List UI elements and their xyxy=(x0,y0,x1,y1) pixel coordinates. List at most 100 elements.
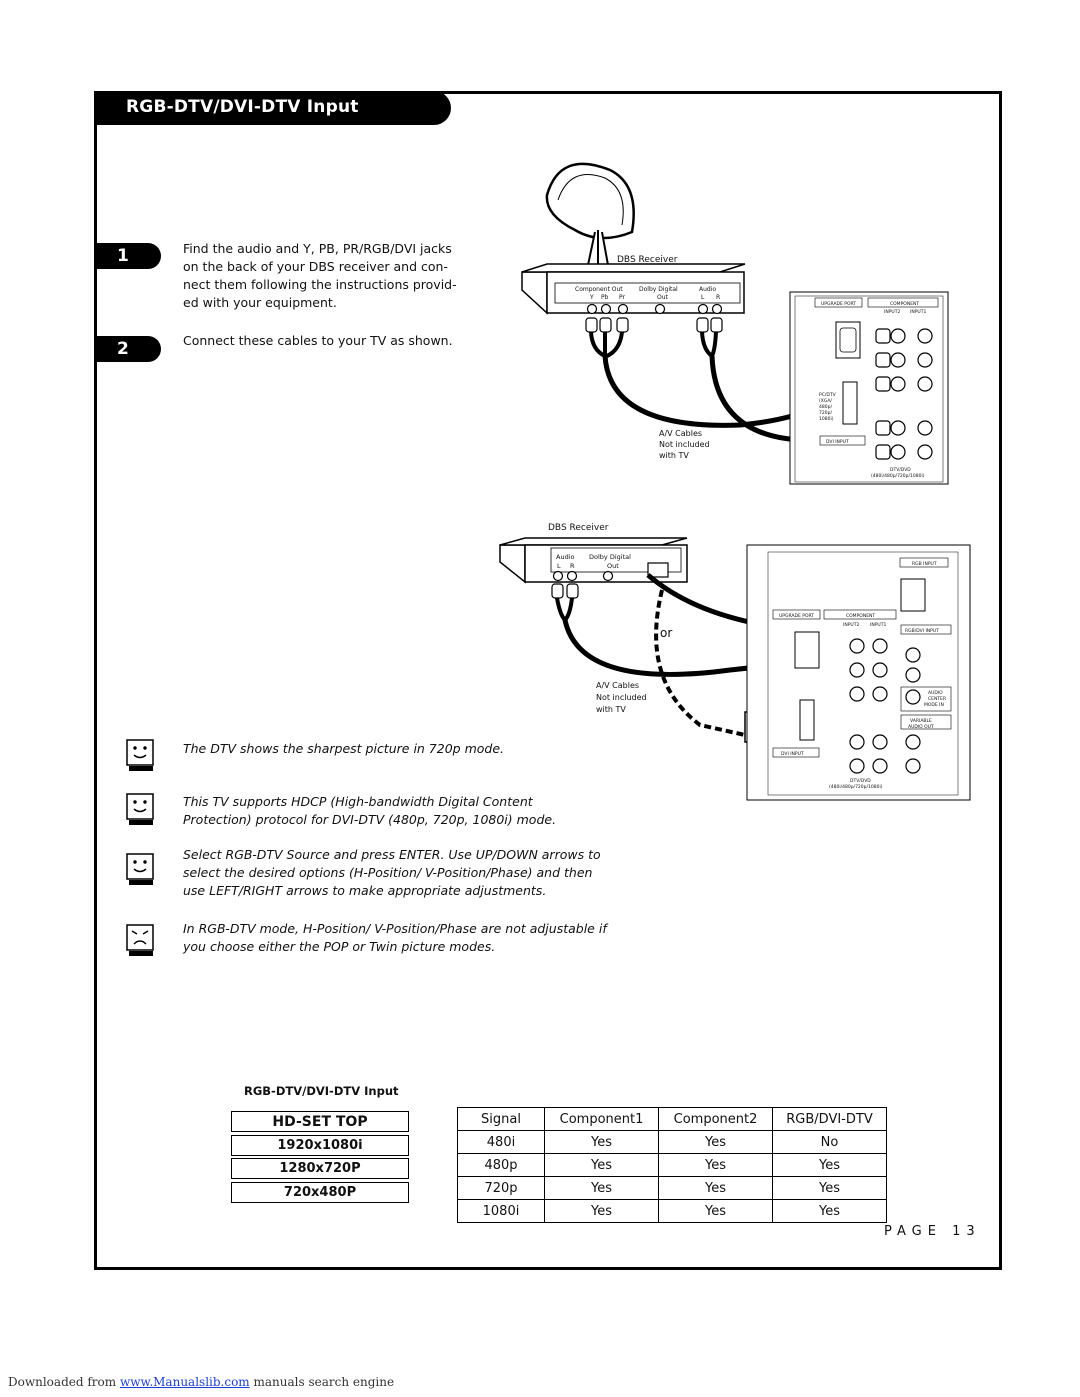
table-cell: 720p xyxy=(457,1176,545,1200)
dbs-receiver-bottom: DBS Receiver Audio Dolby Digital L R Out xyxy=(499,523,688,584)
panel-label: INPUT1 xyxy=(870,622,886,628)
jack-sub-label: Y xyxy=(589,294,594,301)
jack-sub-label: R xyxy=(570,562,575,570)
hd-set-top-resolution: 1280x720P xyxy=(231,1158,409,1179)
receiver-label-top: DBS Receiver xyxy=(617,255,678,265)
table-cell: Yes xyxy=(658,1176,773,1200)
table-cell: Yes xyxy=(772,1199,887,1223)
table-header-cell: Signal xyxy=(457,1107,545,1131)
table-cell: Yes xyxy=(772,1176,887,1200)
page-title: RGB-DTV/DVI-DTV Input xyxy=(126,97,359,117)
step-1-line: ed with your equipment. xyxy=(183,295,337,310)
table-cell: Yes xyxy=(544,1176,659,1200)
note-line: Protection) protocol for DVI-DTV (480p, … xyxy=(183,812,557,827)
dbs-receiver-top: DBS Receiver Component Out Dolby Digital… xyxy=(521,255,746,315)
table-cell: 1080i xyxy=(457,1199,545,1223)
table-cell: Yes xyxy=(544,1199,659,1223)
page-frame xyxy=(94,91,1002,1270)
receiver-label-bottom: DBS Receiver xyxy=(548,523,609,533)
table-row: 480p Yes Yes Yes xyxy=(457,1153,887,1177)
jack-group-label: Dolby Digital xyxy=(639,286,678,293)
satellite-dish-icon xyxy=(545,162,635,266)
panel-label: 1080i) xyxy=(819,416,834,422)
step-number-1: 1 xyxy=(95,243,161,269)
footer-suffix: manuals search engine xyxy=(249,1375,395,1389)
header-tab xyxy=(94,91,451,125)
note-line: Select RGB-DTV Source and press ENTER. U… xyxy=(183,847,601,862)
step-2-text: Connect these cables to your TV as shown… xyxy=(183,332,453,350)
step-1-text: Find the audio and Y, PB, PR/RGB/DVI jac… xyxy=(183,240,457,312)
note-line: The DTV shows the sharpest picture in 72… xyxy=(183,741,504,756)
happy-face-icon xyxy=(126,853,154,885)
jack-sub-label: Pr xyxy=(619,294,626,301)
table-cell: No xyxy=(772,1130,887,1154)
panel-label: CENTER xyxy=(928,696,946,702)
step-2-line: Connect these cables to your TV as shown… xyxy=(183,333,453,348)
cables-note-line: A/V Cables xyxy=(659,429,702,438)
footer-prefix: Downloaded from xyxy=(8,1375,120,1389)
panel-label: (XGA/ xyxy=(819,398,832,404)
jack-sub-label: Out xyxy=(607,562,619,570)
panel-label: INPUT2 xyxy=(884,309,900,315)
note-3: Select RGB-DTV Source and press ENTER. U… xyxy=(183,846,601,900)
panel-label: UPGRADE PORT xyxy=(779,613,814,619)
note-line: you choose either the POP or Twin pictur… xyxy=(183,939,496,954)
footer: Downloaded from www.Manualslib.com manua… xyxy=(8,1375,394,1389)
jack-group-label: Audio xyxy=(699,286,716,293)
or-label: or xyxy=(660,626,672,640)
sad-face-icon xyxy=(126,924,154,956)
note-line: In RGB-DTV mode, H-Position/ V-Position/… xyxy=(183,921,607,936)
panel-label: DVI INPUT xyxy=(826,439,849,445)
jack-sub-label: L xyxy=(557,562,561,570)
jack-group-label: Audio xyxy=(556,553,574,561)
step-1-line: on the back of your DBS receiver and con… xyxy=(183,259,448,274)
step-1-line: Find the audio and Y, PB, PR/RGB/DVI jac… xyxy=(183,241,452,256)
tv-panel-bottom: RGB INPUT UPGRADE PORT COMPONENT INPUT2 … xyxy=(746,544,971,801)
hd-set-top-resolution: 720x480P xyxy=(231,1182,409,1203)
table-header-cell: Component1 xyxy=(544,1107,659,1131)
panel-label: COMPONENT xyxy=(846,613,875,619)
table-header-row: Signal Component1 Component2 RGB/DVI-DTV xyxy=(457,1107,887,1131)
panel-label: AUDIO OUT xyxy=(908,724,934,730)
top-cables xyxy=(585,317,883,443)
table-row: 480i Yes Yes No xyxy=(457,1130,887,1154)
note-1: The DTV shows the sharpest picture in 72… xyxy=(183,740,504,758)
panel-label: (480i/480p/720p/1080i) xyxy=(829,784,883,790)
table-cell: 480p xyxy=(457,1153,545,1177)
table-cell: Yes xyxy=(772,1153,887,1177)
table-cell: Yes xyxy=(658,1130,773,1154)
jack-group-label: Dolby Digital xyxy=(589,553,631,561)
table-cell: Yes xyxy=(658,1153,773,1177)
connection-diagram: DBS Receiver Component Out Dolby Digital… xyxy=(499,162,971,801)
table-cell: 480i xyxy=(457,1130,545,1154)
panel-label: INPUT1 xyxy=(910,309,926,315)
signal-table: Signal Component1 Component2 RGB/DVI-DTV… xyxy=(457,1107,887,1223)
panel-label: 480p/ xyxy=(819,404,832,410)
step-number-2: 2 xyxy=(95,336,161,362)
table-header-cell: RGB/DVI-DTV xyxy=(772,1107,887,1131)
note-line: select the desired options (H-Position/ … xyxy=(183,865,593,880)
note-line: use LEFT/RIGHT arrows to make appropriat… xyxy=(183,883,547,898)
manualslib-link[interactable]: www.Manualslib.com xyxy=(119,1375,250,1389)
jack-sub-label: R xyxy=(716,294,720,301)
happy-face-icon xyxy=(126,793,154,825)
panel-label: AUDIO xyxy=(928,690,943,696)
note-2: This TV supports HDCP (High-bandwidth Di… xyxy=(183,793,556,829)
note-4: In RGB-DTV mode, H-Position/ V-Position/… xyxy=(183,920,607,956)
panel-label: COMPONENT xyxy=(890,301,919,307)
note-line: This TV supports HDCP (High-bandwidth Di… xyxy=(183,794,533,809)
panel-label: 720p/ xyxy=(819,410,832,416)
table-cell: Yes xyxy=(658,1199,773,1223)
panel-label: VARIABLE xyxy=(910,718,932,724)
step-1-line: nect them following the instructions pro… xyxy=(183,277,457,292)
cables-note-line: with TV xyxy=(659,451,689,460)
table-header-cell: Component2 xyxy=(658,1107,773,1131)
panel-label: DVI INPUT xyxy=(781,751,804,757)
jack-sub-label: Out xyxy=(657,294,669,301)
jack-sub-label: L xyxy=(701,294,705,301)
table-cell: Yes xyxy=(544,1130,659,1154)
panel-label: DTV/DVD xyxy=(850,778,871,784)
cables-note-line: A/V Cables xyxy=(596,681,639,690)
table-row: 720p Yes Yes Yes xyxy=(457,1176,887,1200)
cables-note-line: Not included xyxy=(659,440,710,449)
